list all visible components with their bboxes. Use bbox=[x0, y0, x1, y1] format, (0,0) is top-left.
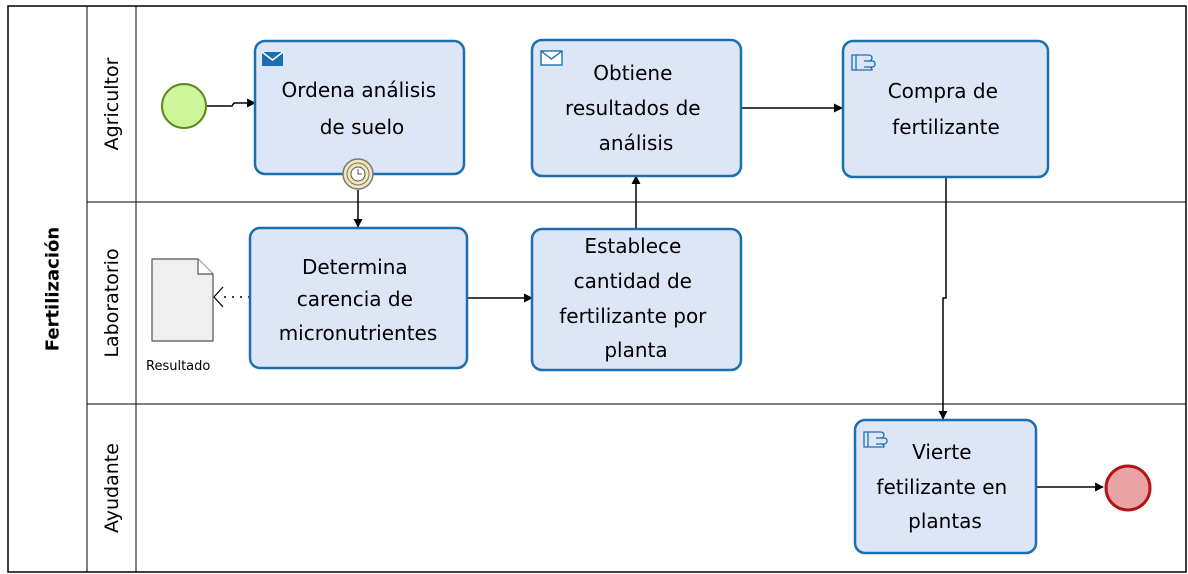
task-label: Obtiene resultados de análisis bbox=[565, 61, 707, 155]
task-label: Vierte fetilizante en plantas bbox=[876, 440, 1013, 533]
task-label: Ordena análisis de suelo bbox=[282, 78, 443, 139]
label-line: carencia de bbox=[297, 287, 413, 311]
task-box[interactable] bbox=[530, 227, 743, 372]
clock-hands bbox=[357, 169, 362, 175]
timer-inner-ring bbox=[346, 162, 370, 186]
hand-outline bbox=[851, 54, 876, 71]
flow-compra-to-vierte bbox=[938, 177, 948, 420]
label-line: Vierte bbox=[912, 440, 971, 464]
end-event[interactable] bbox=[1104, 464, 1152, 512]
association-arrowhead bbox=[213, 286, 224, 308]
task-ordena-analisis[interactable]: Ordena análisis de suelo bbox=[253, 39, 466, 176]
label-line: cantidad de bbox=[574, 269, 692, 293]
label-line: fertilizante por bbox=[559, 304, 707, 328]
label-line: fetilizante en bbox=[876, 475, 1007, 499]
lane-label-ayudante: Ayudante bbox=[101, 443, 123, 533]
label-line: fertilizante bbox=[892, 115, 1000, 139]
envelope-flap bbox=[540, 50, 563, 60]
label-line: Determina bbox=[302, 255, 408, 279]
task-determina-carencia[interactable]: Determina carencia de micronutrientes bbox=[248, 226, 469, 370]
hand-icon bbox=[851, 54, 876, 71]
label-line: Compra de bbox=[888, 79, 998, 103]
label-line: Obtiene bbox=[593, 61, 672, 85]
data-object-resultado[interactable]: Resultado bbox=[146, 258, 214, 374]
document-fold bbox=[197, 259, 213, 275]
label-line: planta bbox=[604, 338, 667, 362]
label-line: Establece bbox=[584, 234, 681, 258]
timer-boundary-event[interactable] bbox=[342, 158, 374, 190]
label-line: Ordena análisis bbox=[282, 78, 437, 102]
flow-start-to-ordena bbox=[207, 98, 256, 108]
envelope-flap bbox=[261, 51, 284, 61]
pool-label: Fertilización bbox=[43, 227, 64, 351]
task-box[interactable] bbox=[841, 39, 1050, 179]
start-event[interactable] bbox=[161, 83, 207, 129]
hand-outline bbox=[863, 431, 888, 448]
receive-message-icon bbox=[540, 50, 563, 66]
task-box[interactable] bbox=[253, 39, 466, 176]
task-compra-fertilizante[interactable]: Compra de fertilizante bbox=[841, 39, 1050, 179]
task-box[interactable] bbox=[248, 226, 469, 370]
lane-label-agricultor: Agricultor bbox=[101, 57, 123, 150]
data-object-label: Resultado bbox=[146, 359, 210, 374]
label-line: análisis bbox=[599, 131, 674, 155]
send-message-icon bbox=[261, 51, 284, 66]
hand-icon bbox=[863, 431, 888, 448]
label-line: de suelo bbox=[320, 115, 405, 139]
lane-label-laboratorio: Laboratorio bbox=[101, 248, 123, 357]
task-label: Establece cantidad de fertilizante por p… bbox=[559, 234, 713, 362]
label-line: micronutrientes bbox=[279, 321, 438, 345]
task-establece-cantidad[interactable]: Establece cantidad de fertilizante por p… bbox=[530, 227, 743, 372]
task-box[interactable] bbox=[853, 418, 1038, 555]
sequence-flows bbox=[207, 98, 1104, 492]
task-box[interactable] bbox=[530, 38, 743, 178]
label-line: resultados de bbox=[565, 96, 701, 120]
task-label: Compra de fertilizante bbox=[888, 79, 1005, 139]
task-vierte-fertilizante[interactable]: Vierte fetilizante en plantas bbox=[853, 418, 1038, 555]
task-label: Determina carencia de micronutrientes bbox=[279, 255, 438, 345]
label-line: plantas bbox=[908, 509, 982, 533]
document-icon[interactable] bbox=[151, 258, 214, 342]
task-obtiene-resultados[interactable]: Obtiene resultados de análisis bbox=[530, 38, 743, 178]
